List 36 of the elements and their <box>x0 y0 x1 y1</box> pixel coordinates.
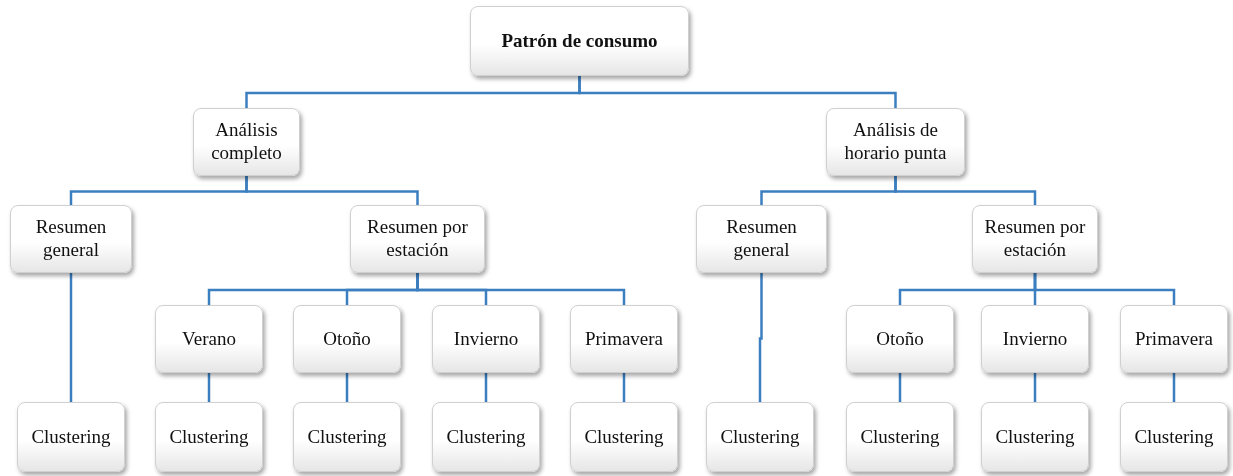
process-box: Invierno <box>432 305 540 373</box>
process-box: Otoño <box>846 305 954 373</box>
connector-line <box>1172 373 1176 402</box>
process-box: Resumen por estación <box>350 205 485 273</box>
process-box: Invierno <box>981 305 1089 373</box>
connector-line <box>345 373 349 402</box>
connector-line <box>69 273 73 402</box>
root-box: Patrón de consumo <box>470 6 689 76</box>
connector-line <box>578 76 897 108</box>
connector-line <box>484 373 488 402</box>
process-box: Otoño <box>293 305 401 373</box>
connector-line <box>1033 273 1176 305</box>
process-box: Clustering <box>155 402 263 472</box>
connector-line <box>894 176 1037 205</box>
process-box: Verano <box>155 305 263 373</box>
connector-line <box>207 373 211 402</box>
process-box: Análisis de horario punta <box>826 108 965 176</box>
process-box: Clustering <box>570 402 678 472</box>
connector-line <box>245 176 419 205</box>
process-box: Resumen por estación <box>972 205 1098 273</box>
process-box: Clustering <box>706 402 814 472</box>
process-box: Análisis completo <box>193 108 300 176</box>
process-box: Clustering <box>846 402 954 472</box>
process-box: Primavera <box>570 305 678 373</box>
connector-line <box>898 373 902 402</box>
process-box: Clustering <box>432 402 540 472</box>
process-box: Clustering <box>17 402 125 472</box>
process-box: Resumen general <box>696 205 827 273</box>
process-box: Clustering <box>293 402 401 472</box>
process-box: Clustering <box>1120 402 1228 472</box>
process-box: Primavera <box>1120 305 1228 373</box>
connector-line <box>622 373 626 402</box>
connector-line <box>758 273 763 402</box>
process-box: Clustering <box>981 402 1089 472</box>
process-box: Resumen general <box>10 205 132 273</box>
connector-line <box>1033 373 1037 402</box>
